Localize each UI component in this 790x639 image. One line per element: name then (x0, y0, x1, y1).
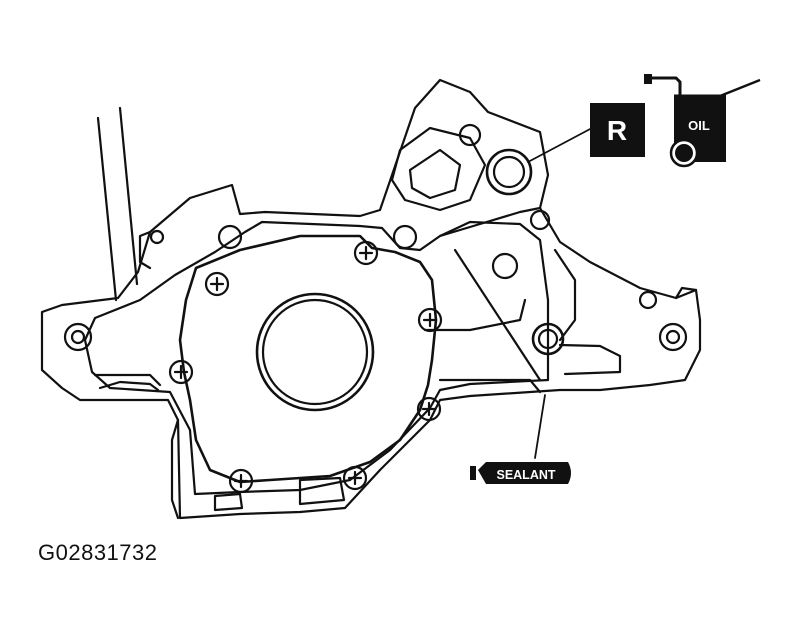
left-flange-detail (170, 418, 180, 520)
bolt (417, 307, 443, 333)
mounting-bolts (168, 240, 443, 494)
gasket-outline (83, 220, 550, 496)
bolt (353, 240, 379, 266)
dipstick-tube (96, 106, 139, 302)
upper-pocket (408, 148, 462, 200)
figure-reference-code: G02831732 (38, 540, 158, 565)
replace-leader-line (527, 127, 593, 163)
lower-channel (438, 378, 542, 394)
bolt (204, 271, 230, 297)
bolt (342, 465, 368, 491)
oil-can-icon: OIL (644, 74, 761, 168)
o-ring (485, 148, 533, 196)
oil-pump-body (178, 234, 438, 484)
bolt (416, 396, 442, 422)
sealant-tube-icon: SEALANT (470, 462, 571, 484)
block-holes (63, 123, 688, 352)
oil-label: OIL (688, 118, 710, 133)
sealant-label: SEALANT (496, 468, 555, 482)
crankshaft-seal (255, 292, 375, 412)
replace-symbol: R (590, 103, 645, 157)
bottom-pocket (298, 476, 346, 506)
upper-rib (390, 126, 487, 212)
replace-label: R (607, 115, 627, 146)
lower-left-slot (98, 380, 160, 392)
right-lower-rib (558, 343, 622, 376)
lower-left-rib (93, 373, 162, 387)
right-rib (553, 248, 577, 342)
bottom-slot (213, 492, 244, 512)
mid-diagonal-line (453, 248, 542, 382)
dowel-boss (531, 322, 565, 356)
tab-upper-left (138, 230, 152, 270)
inner-channel (423, 298, 527, 332)
upper-diagonal-rib (438, 206, 542, 238)
tab-right (674, 286, 698, 300)
sealant-leader-line (534, 394, 546, 459)
bolt (228, 468, 254, 494)
bolt (168, 359, 194, 385)
